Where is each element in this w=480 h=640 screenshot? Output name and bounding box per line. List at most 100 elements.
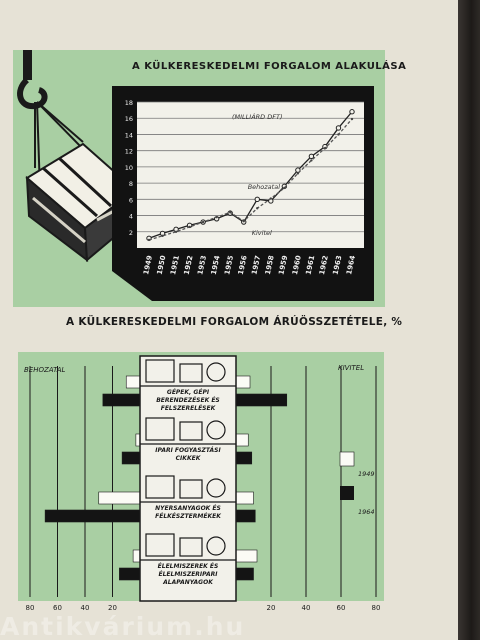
book-spine bbox=[458, 0, 480, 640]
x-tick-label: 1951 bbox=[169, 255, 181, 276]
goods-drawing bbox=[145, 417, 175, 441]
y-tick-label: 8 bbox=[129, 180, 133, 188]
x-tick-label: 1961 bbox=[304, 255, 316, 276]
goods-drawing bbox=[145, 359, 175, 383]
y-tick-label: 10 bbox=[125, 164, 133, 172]
y-axis-label: (MILLIÁRD DFT) bbox=[232, 112, 283, 121]
bar-export-1949 bbox=[235, 491, 254, 505]
bar-import-1964 bbox=[119, 567, 141, 581]
data-point bbox=[308, 153, 315, 160]
x-tick-label: 60 bbox=[53, 604, 62, 612]
x-tick-label: 1959 bbox=[277, 255, 289, 276]
series-line-kivitel bbox=[148, 118, 353, 241]
goods-drawing bbox=[179, 537, 203, 557]
goods-drawing bbox=[206, 362, 226, 382]
y-tick-label: 2 bbox=[129, 229, 133, 237]
x-tick-label: 1957 bbox=[250, 255, 262, 276]
x-tick-label: 80 bbox=[26, 604, 35, 612]
bar-export-1949 bbox=[235, 375, 251, 389]
bar-export-1949 bbox=[235, 433, 249, 447]
data-point bbox=[350, 117, 354, 121]
x-tick-label: 1958 bbox=[264, 255, 276, 276]
chart-title-trade-volume: A KÜLKERESKEDELMI FORGALOM ALAKULÁSA bbox=[132, 61, 407, 72]
data-point bbox=[161, 234, 164, 238]
data-point bbox=[269, 197, 272, 200]
x-tick-label: 40 bbox=[81, 604, 90, 612]
bar-import-1964 bbox=[102, 393, 141, 407]
category-label: IPARI FOGYASZTÁSI bbox=[155, 447, 221, 454]
category-label: ALAPANYAGOK bbox=[162, 579, 214, 586]
bar-chart: BEHOZATAL KIVITEL GÉPEK, GÉPIBERENDEZÉSEK … bbox=[24, 355, 381, 612]
x-tick-label: 1960 bbox=[291, 255, 303, 276]
x-tick-label: 1956 bbox=[237, 255, 249, 276]
right-label: KIVITEL bbox=[338, 364, 364, 372]
data-point bbox=[337, 133, 340, 136]
crate-icon bbox=[25, 142, 139, 263]
x-tick-label: 1952 bbox=[183, 255, 195, 276]
x-tick-label: 80 bbox=[372, 604, 381, 612]
x-tick-label: 1949 bbox=[142, 255, 154, 276]
goods-drawing bbox=[179, 363, 203, 383]
x-tick-label: 1964 bbox=[345, 255, 357, 276]
data-point bbox=[229, 211, 232, 214]
x-tick-label: 1954 bbox=[210, 255, 222, 276]
goods-drawing bbox=[145, 475, 175, 499]
data-point bbox=[323, 147, 327, 150]
x-tick-label: 1950 bbox=[156, 255, 168, 276]
data-point bbox=[310, 159, 313, 162]
annotation-kivitel: Kivitel bbox=[252, 229, 272, 237]
legend-swatch-1949 bbox=[339, 451, 355, 467]
data-point bbox=[174, 230, 178, 233]
data-point bbox=[254, 196, 260, 203]
x-tick-label: 60 bbox=[337, 604, 346, 612]
category-label: BERENDEZÉSEK ÉS bbox=[156, 396, 220, 404]
category-label: FÉLKÉSZTERMÉKEK bbox=[155, 512, 222, 520]
bar-export-1964 bbox=[235, 393, 288, 407]
goods-drawing bbox=[206, 478, 226, 498]
category-label: NYERSANYAGOK ÉS bbox=[155, 504, 221, 512]
goods-drawing bbox=[179, 479, 203, 499]
bar-export-1964 bbox=[235, 567, 254, 581]
data-point bbox=[296, 172, 300, 175]
y-tick-label: 16 bbox=[125, 115, 133, 123]
data-point bbox=[283, 186, 286, 190]
watermark: Antikvárium.hu bbox=[0, 612, 246, 640]
category-label: CIKKEK bbox=[176, 455, 202, 462]
x-tick-label: 20 bbox=[108, 604, 117, 612]
data-point bbox=[256, 207, 259, 210]
category-label: ÉLELMISZEREK ÉS bbox=[158, 562, 219, 570]
x-tick-label: 1953 bbox=[196, 255, 208, 276]
legend-label-1964: 1964 bbox=[358, 508, 375, 516]
bar-import-1964 bbox=[121, 451, 141, 465]
x-tick-label: 1962 bbox=[318, 255, 330, 276]
bar-export-1964 bbox=[235, 509, 256, 523]
category-label: ÉLELMISZERIPARI bbox=[158, 570, 218, 578]
x-tick-label: 1963 bbox=[332, 255, 344, 276]
data-point bbox=[215, 215, 218, 219]
data-point bbox=[147, 238, 151, 242]
data-point bbox=[242, 220, 245, 223]
x-tick-label: 1955 bbox=[223, 255, 235, 276]
left-label: BEHOZATAL bbox=[24, 366, 65, 374]
goods-drawing bbox=[206, 536, 226, 556]
bar-import-1949 bbox=[132, 549, 141, 563]
y-tick-label: 14 bbox=[125, 131, 133, 139]
y-tick-label: 6 bbox=[129, 196, 133, 204]
y-tick-label: 12 bbox=[125, 148, 133, 156]
data-point bbox=[349, 109, 355, 115]
x-tick-label: 40 bbox=[302, 604, 311, 612]
bar-import-1949 bbox=[98, 491, 141, 505]
category-label: GÉPEK, GÉPI bbox=[167, 388, 210, 396]
data-point bbox=[188, 225, 191, 229]
crane-hook-icon bbox=[17, 50, 48, 110]
x-tick-label: 20 bbox=[267, 604, 276, 612]
goods-drawing bbox=[179, 421, 203, 441]
legend-swatch-1964 bbox=[340, 486, 354, 500]
bar-import-1964 bbox=[44, 509, 141, 523]
bar-import-1949 bbox=[125, 375, 141, 389]
chart-title-composition: A KÜLKERESKEDELMI FORGALOM ÁRÚÖSSZETÉTEL… bbox=[66, 316, 403, 328]
bar-export-1964 bbox=[235, 451, 253, 465]
goods-drawing bbox=[206, 420, 226, 440]
series-line-behozatal bbox=[148, 111, 353, 239]
